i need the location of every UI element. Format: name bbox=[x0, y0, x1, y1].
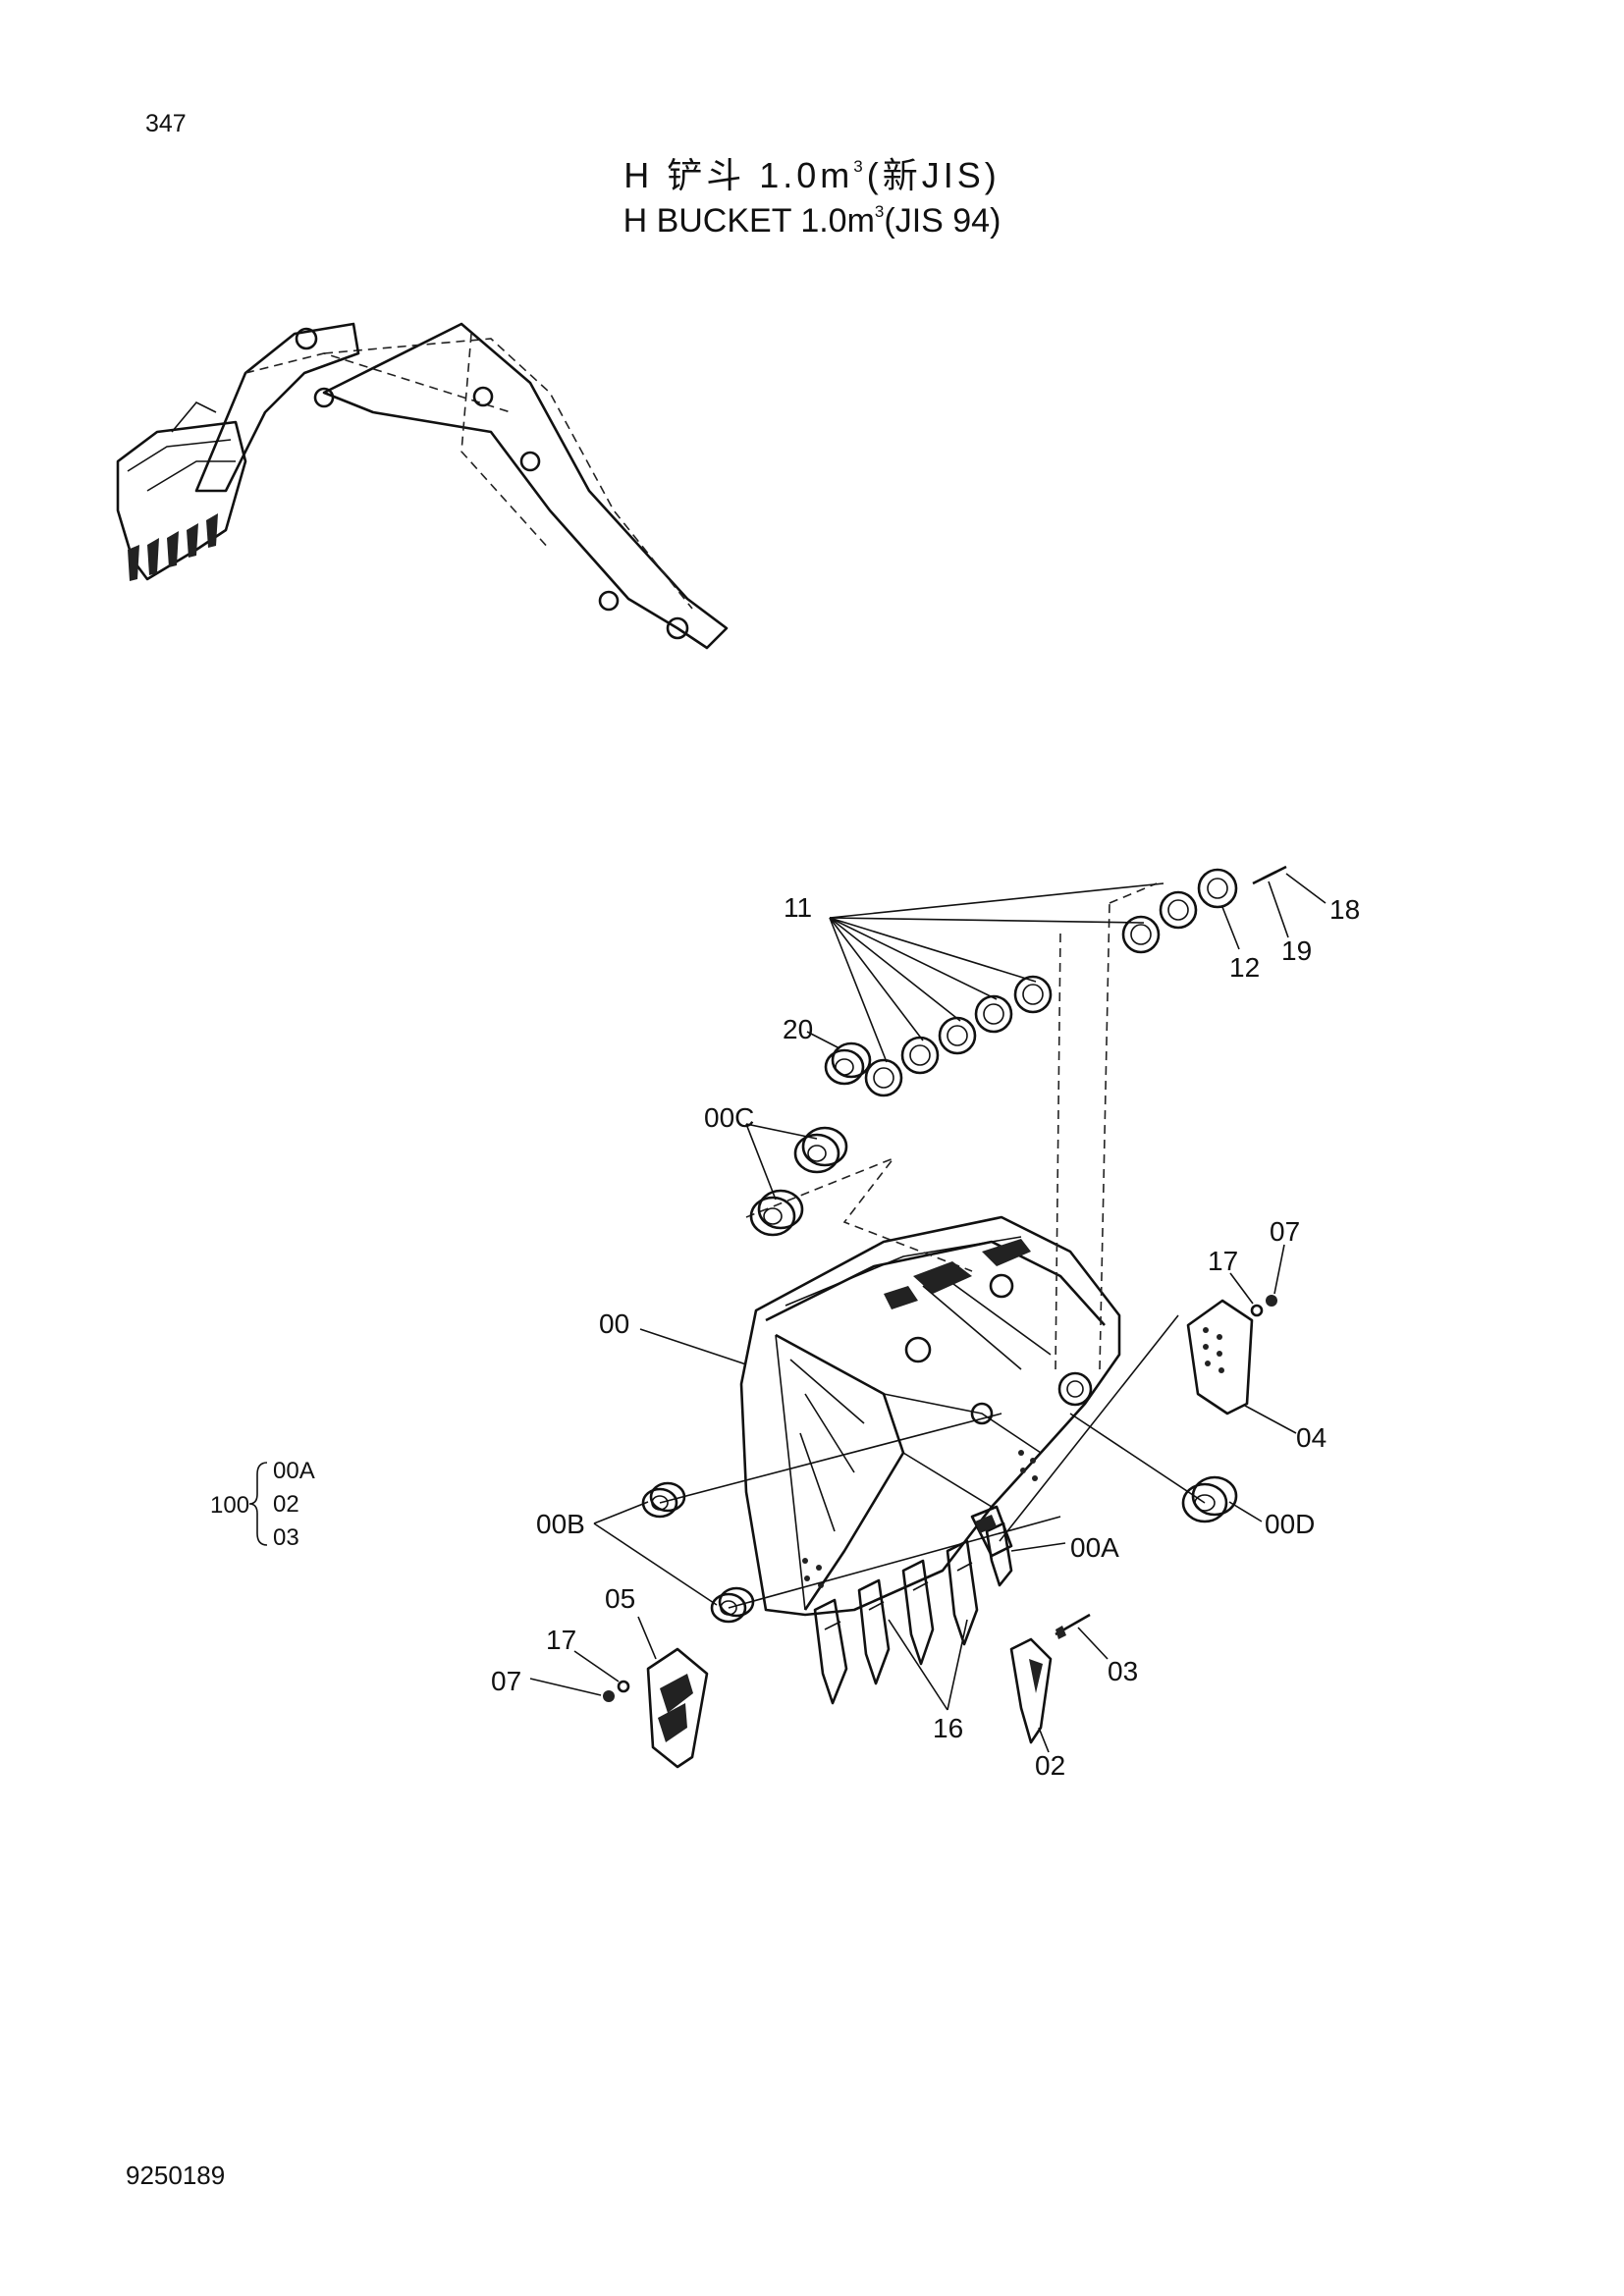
callout-12: 12 bbox=[1229, 952, 1260, 983]
bushing-00C bbox=[749, 1126, 848, 1237]
bucket-teeth bbox=[813, 1505, 1013, 1705]
callout-00D: 00D bbox=[1265, 1509, 1315, 1539]
title-english: H BUCKET 1.0m3(JIS 94) bbox=[0, 202, 1624, 240]
bucket-exploded-view: 11 18 19 12 20 00C 17 07 00 04 00B 00A 0… bbox=[491, 865, 1360, 1781]
title-cn-superscript: 3 bbox=[853, 157, 867, 176]
callout-00C: 00C bbox=[704, 1102, 754, 1133]
callout-00A: 00A bbox=[1070, 1532, 1119, 1563]
title-chinese: H 铲斗 1.0m3(新JIS) bbox=[0, 147, 1624, 198]
title-en-superscript: 3 bbox=[874, 201, 885, 221]
group-number: 100 bbox=[210, 1492, 249, 1519]
attachment-thumbnail bbox=[116, 322, 729, 650]
leader-lines bbox=[529, 873, 1326, 1753]
callout-20: 20 bbox=[783, 1014, 813, 1044]
callout-07-left: 07 bbox=[491, 1666, 521, 1696]
tooth-02 bbox=[1009, 1637, 1053, 1744]
group-member-02: 02 bbox=[273, 1491, 299, 1518]
callout-05: 05 bbox=[605, 1583, 635, 1614]
bushing-00B bbox=[641, 1481, 755, 1624]
callout-03: 03 bbox=[1108, 1656, 1138, 1686]
callout-17-right: 17 bbox=[1208, 1246, 1238, 1276]
callout-04: 04 bbox=[1296, 1422, 1326, 1453]
callout-18: 18 bbox=[1329, 894, 1360, 925]
title-cn-suffix: (新JIS) bbox=[866, 155, 1001, 195]
bushing-00D bbox=[1181, 1475, 1238, 1523]
plate-12 bbox=[1197, 868, 1238, 909]
title-cn-main: H 铲斗 1.0m bbox=[623, 155, 854, 195]
ring-20 bbox=[824, 1041, 872, 1086]
group-member-00A: 00A bbox=[273, 1458, 315, 1484]
shims-11 bbox=[864, 890, 1198, 1097]
group-member-03: 03 bbox=[273, 1524, 299, 1551]
side-cutter-left bbox=[646, 1647, 709, 1769]
side-cutter-right bbox=[1186, 1299, 1254, 1415]
page-number: 347 bbox=[145, 110, 187, 137]
callout-19: 19 bbox=[1281, 935, 1312, 966]
title-en-main: H BUCKET 1.0m bbox=[623, 202, 875, 240]
assembly-group-100: 100 00A 02 03 bbox=[210, 1458, 315, 1551]
callout-16: 16 bbox=[933, 1713, 963, 1743]
callout-11: 11 bbox=[784, 892, 812, 923]
callout-02: 02 bbox=[1035, 1750, 1065, 1781]
document-number: 9250189 bbox=[126, 2161, 226, 2190]
bucket-body bbox=[739, 1215, 1121, 1617]
callout-07-right: 07 bbox=[1270, 1216, 1300, 1247]
callout-00B: 00B bbox=[536, 1509, 585, 1539]
callout-17-left: 17 bbox=[546, 1625, 576, 1655]
title-en-suffix: (JIS 94) bbox=[884, 202, 1001, 240]
pin-03 bbox=[1055, 1613, 1091, 1639]
callout-00: 00 bbox=[599, 1308, 629, 1339]
